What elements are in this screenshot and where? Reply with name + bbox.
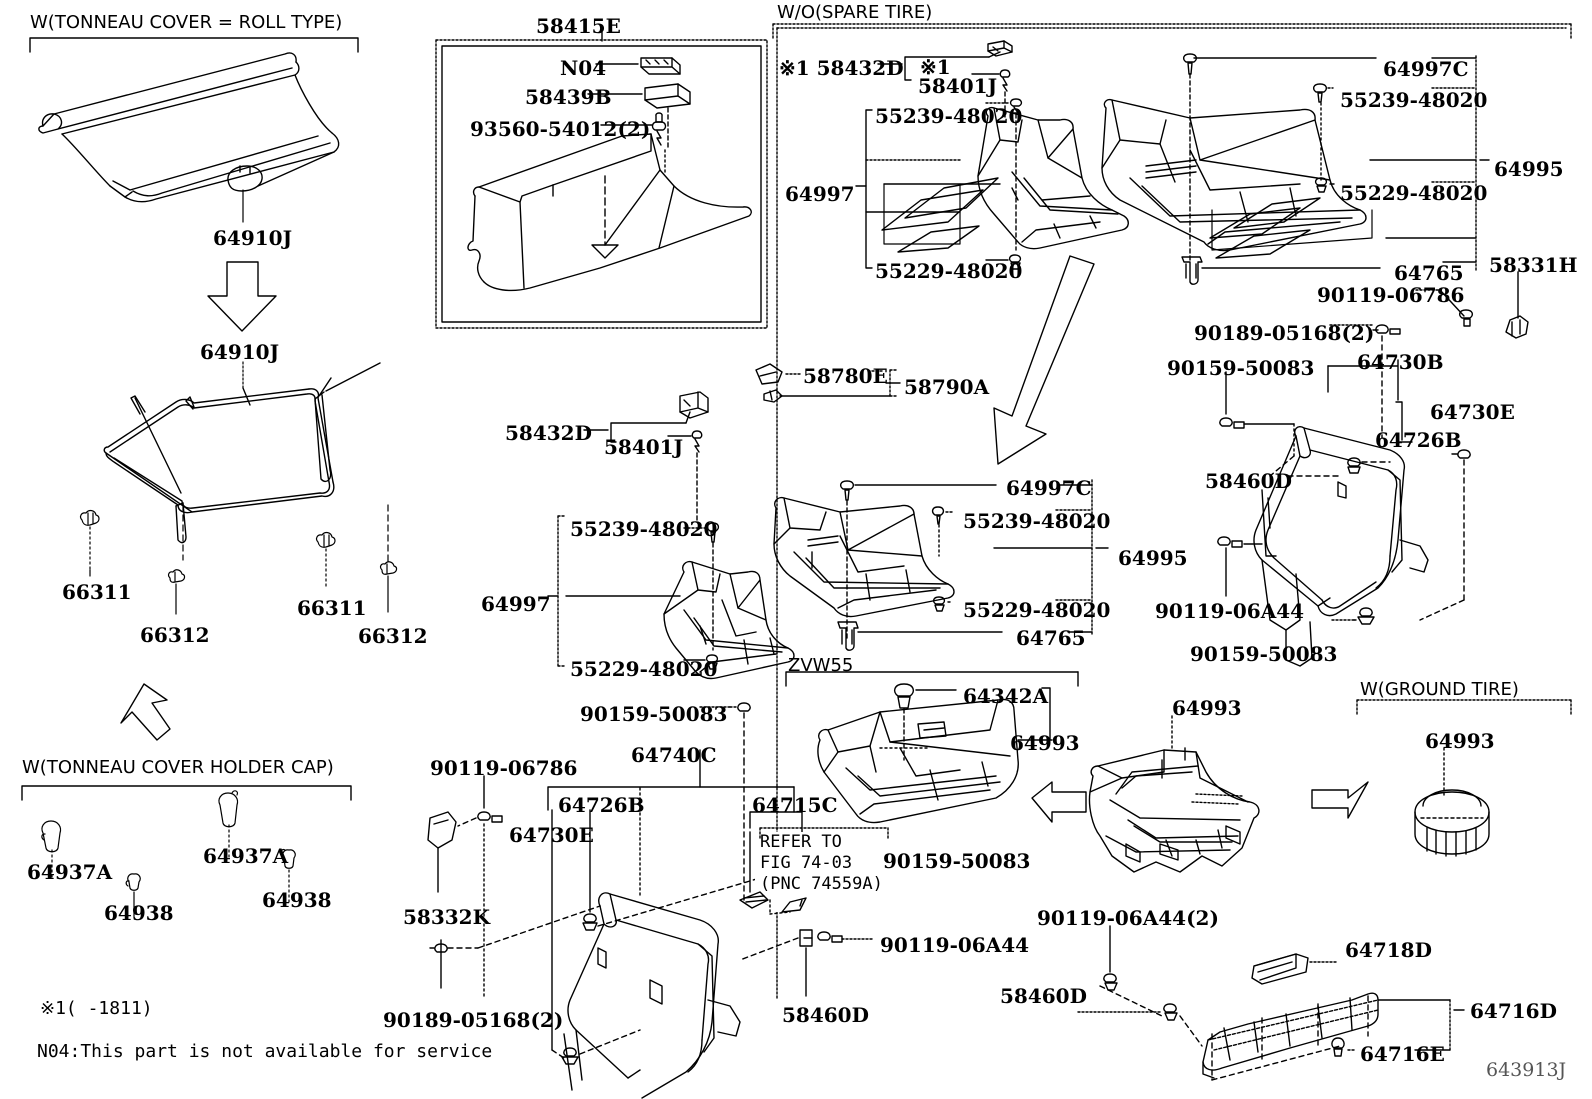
part-number-label[interactable]: 55239-48020 bbox=[963, 509, 1111, 533]
part-number-label[interactable]: 90159-50083 bbox=[1167, 356, 1315, 380]
part-number-label[interactable]: ※1 bbox=[920, 55, 951, 79]
part-number-label[interactable]: 64993 bbox=[1010, 731, 1080, 755]
group-header-tonneau-roll: W(TONNEAU COVER = ROLL TYPE) bbox=[30, 12, 343, 33]
part-number-label[interactable]: 90119-06786 bbox=[430, 756, 578, 780]
part-number-label[interactable]: 90189-05168(2) bbox=[1194, 321, 1375, 345]
part-number-label[interactable]: 93560-54012(2) bbox=[470, 117, 651, 141]
part-number-label[interactable]: 90189-05168(2) bbox=[383, 1008, 564, 1032]
part-number-label[interactable]: 64730E bbox=[509, 823, 594, 847]
part-number-label[interactable]: 64715C bbox=[752, 793, 838, 817]
part-number-label[interactable]: 64937A bbox=[27, 860, 113, 884]
refer-to-block-line3: (PNC 74559A) bbox=[760, 874, 883, 894]
part-number-label[interactable]: 66311 bbox=[297, 596, 367, 620]
part-number-label[interactable]: 64995 bbox=[1494, 157, 1564, 181]
part-number-label[interactable]: 64997C bbox=[1006, 476, 1092, 500]
part-number-label[interactable]: 64993 bbox=[1425, 729, 1495, 753]
part-number-label[interactable]: ※1 58432D bbox=[779, 56, 904, 80]
part-number-label[interactable]: 64765 bbox=[1394, 261, 1464, 285]
part-number-label[interactable]: 90159-50083 bbox=[883, 849, 1031, 873]
part-number-label[interactable]: 55239-48020 bbox=[570, 517, 718, 541]
group-header-wo-spare-tire: W/O(SPARE TIRE) bbox=[777, 2, 933, 23]
part-number-label[interactable]: 64718D bbox=[1345, 938, 1432, 962]
part-number-label[interactable]: 55239-48020 bbox=[875, 104, 1023, 128]
part-number-label[interactable]: 64938 bbox=[262, 888, 332, 912]
part-number-label[interactable]: 58415E bbox=[536, 14, 621, 38]
part-number-label[interactable]: 66312 bbox=[140, 623, 210, 647]
group-header-tonneau-holder-cap: W(TONNEAU COVER HOLDER CAP) bbox=[22, 757, 334, 778]
part-number-label[interactable]: 64716D bbox=[1470, 999, 1557, 1023]
part-number-label[interactable]: 90159-50083 bbox=[580, 702, 728, 726]
part-number-label[interactable]: 64910J bbox=[200, 340, 280, 364]
part-number-label[interactable]: 58432D bbox=[505, 421, 592, 445]
part-number-label[interactable]: 90119-06A44 bbox=[880, 933, 1030, 957]
refer-to-block-line2: FIG 74-03 bbox=[760, 853, 853, 873]
part-number-label[interactable]: 58790A bbox=[904, 375, 990, 399]
part-number-label[interactable]: 64997 bbox=[481, 592, 551, 616]
part-number-label[interactable]: 64726B bbox=[1375, 428, 1462, 452]
part-number-label[interactable]: 55239-48020 bbox=[1340, 88, 1488, 112]
note-asterisk: ※1( -1811) bbox=[40, 998, 153, 1019]
part-number-label[interactable]: 66311 bbox=[62, 580, 132, 604]
note-n04: N04:This part is not available for servi… bbox=[37, 1041, 493, 1062]
part-number-label[interactable]: 58331H bbox=[1489, 253, 1578, 277]
part-number-label[interactable]: 64716E bbox=[1360, 1042, 1445, 1066]
group-header-zvw55: ZVW55 bbox=[788, 655, 854, 676]
part-number-label[interactable]: 55229-48020 bbox=[570, 657, 718, 681]
part-number-label[interactable]: 55229-48020 bbox=[875, 259, 1023, 283]
part-number-label[interactable]: 64993 bbox=[1172, 696, 1242, 720]
part-number-label[interactable]: 64342A bbox=[963, 684, 1049, 708]
part-number-label[interactable]: 55229-48020 bbox=[1340, 181, 1488, 205]
part-number-label[interactable]: 66312 bbox=[358, 624, 428, 648]
part-number-label[interactable]: 90119-06A44 bbox=[1155, 599, 1305, 623]
part-number-label[interactable]: 58460D bbox=[1205, 469, 1292, 493]
part-number-label[interactable]: 64740C bbox=[631, 743, 717, 767]
part-number-label[interactable]: 64765 bbox=[1016, 626, 1086, 650]
part-number-label[interactable]: 58332K bbox=[403, 905, 490, 929]
part-number-label[interactable]: 64997C bbox=[1383, 57, 1469, 81]
part-number-label[interactable]: 64730B bbox=[1357, 350, 1444, 374]
part-number-label[interactable]: N04 bbox=[560, 56, 607, 80]
part-number-label[interactable]: 55229-48020 bbox=[963, 598, 1111, 622]
part-number-label[interactable]: 58401J bbox=[918, 74, 998, 98]
part-number-label[interactable]: 64910J bbox=[213, 226, 293, 250]
part-number-label[interactable]: 64730E bbox=[1430, 400, 1515, 424]
part-number-label[interactable]: 58460D bbox=[1000, 984, 1087, 1008]
part-number-label[interactable]: 58460D bbox=[782, 1003, 869, 1027]
figure-number: 643913J bbox=[1486, 1059, 1567, 1081]
part-number-label[interactable]: 90119-06786 bbox=[1317, 283, 1465, 307]
part-number-label[interactable]: 64938 bbox=[104, 901, 174, 925]
refer-to-block-line1: REFER TO bbox=[760, 832, 842, 852]
part-number-label[interactable]: 64726B bbox=[558, 793, 645, 817]
part-number-label[interactable]: 90119-06A44(2) bbox=[1037, 906, 1219, 930]
part-number-label[interactable]: 64997 bbox=[785, 182, 855, 206]
part-number-label[interactable]: 58439B bbox=[525, 85, 612, 109]
group-header-ground-tire: W(GROUND TIRE) bbox=[1360, 679, 1519, 700]
part-number-label[interactable]: 64995 bbox=[1118, 546, 1188, 570]
part-number-label[interactable]: 64937A bbox=[203, 844, 289, 868]
part-number-label[interactable]: 58780E bbox=[803, 364, 888, 388]
part-number-label[interactable]: 90159-50083 bbox=[1190, 642, 1338, 666]
part-number-label[interactable]: 58401J bbox=[604, 435, 684, 459]
